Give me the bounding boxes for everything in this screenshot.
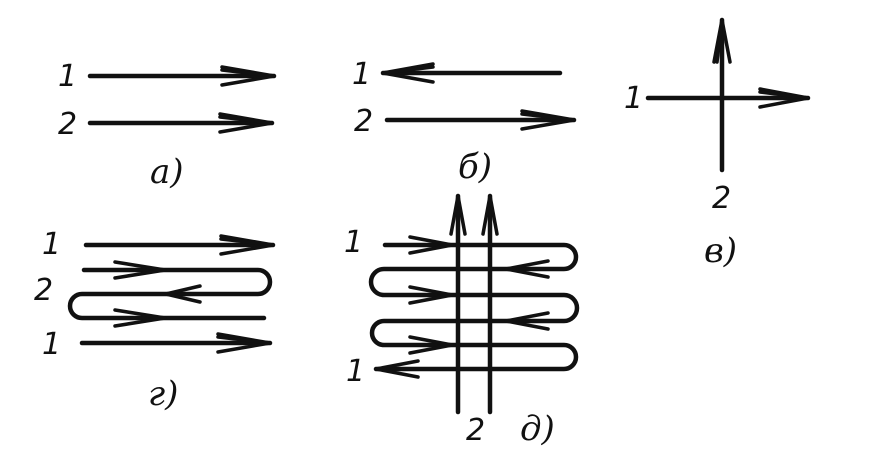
panel-v-label-1: 1 (624, 81, 643, 116)
panel-b-counter-flow: 1 2 б) (352, 57, 577, 187)
panel-v-caption: в) (704, 231, 737, 271)
panel-b-stream-1-arrow (380, 62, 563, 84)
panel-d-label-1-bottom: 1 (346, 354, 365, 389)
panel-g-stream-1-bottom-arrow (79, 332, 273, 354)
panel-d-stream-2-arrow-right (481, 193, 499, 415)
panel-a-caption: а) (150, 152, 184, 192)
panel-g-label-2: 2 (34, 273, 53, 308)
panel-a-stream-1-arrow (87, 65, 277, 87)
panel-a-label-2: 2 (58, 107, 77, 142)
panel-d-caption: д) (520, 409, 555, 449)
panel-b-stream-2-arrow (384, 109, 577, 131)
panel-g-mixed-flow: 1 2 1 г) (34, 227, 276, 414)
panel-g-stream-1-top-arrow (83, 234, 276, 256)
panel-g-stream-2-serpentine (67, 260, 273, 328)
panel-d-label-1-top: 1 (344, 225, 363, 260)
panel-v-label-2: 2 (712, 181, 731, 216)
panel-d-label-2: 2 (466, 413, 485, 448)
panel-b-label-2: 2 (354, 104, 373, 139)
panel-g-caption: г) (148, 374, 178, 414)
panel-a-stream-2-arrow (87, 112, 275, 134)
panel-g-label-1-top: 1 (42, 227, 61, 262)
panel-b-label-1: 1 (352, 57, 371, 92)
panel-v-cross-flow: 1 2 в) (624, 17, 811, 271)
panel-a-label-1: 1 (58, 59, 77, 94)
panel-v-stream-1-arrow (645, 87, 811, 109)
panel-v-stream-2-arrow (712, 17, 732, 173)
panel-d-stream-1-serpentine (368, 235, 580, 379)
panel-d-multipass-flow: 1 1 2 д) (344, 193, 580, 449)
panel-a-parallel-flow: 1 2 а) (58, 59, 277, 192)
panel-g-label-1-bottom: 1 (42, 327, 61, 362)
panel-b-caption: б) (458, 147, 492, 187)
panel-d-stream-2-arrow-left (449, 193, 467, 415)
